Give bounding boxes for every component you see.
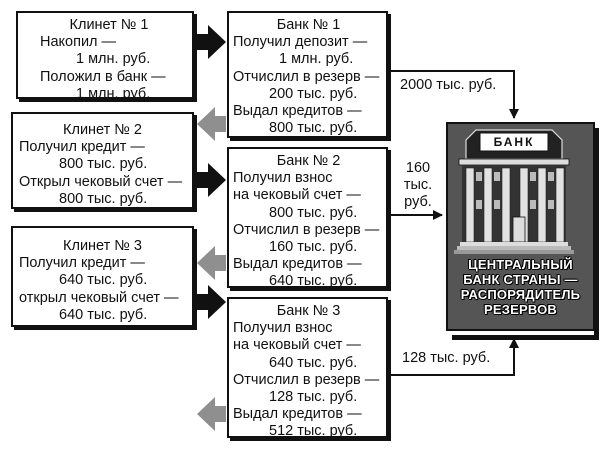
bank-3-line: 128 тыс. руб. <box>269 389 358 406</box>
reserve-label-bank-2-line: руб. <box>404 194 432 210</box>
bank-2-line: 800 тыс. руб. <box>269 204 358 221</box>
central-bank-title-line: РАСПОРЯДИТЕЛЬ <box>460 287 581 302</box>
client-3-line: 640 тыс. руб. <box>59 306 148 323</box>
bank-1-line: 1 млн. руб. <box>279 51 354 68</box>
reserve-label-bank-2: 160 тыс. руб. <box>400 160 436 211</box>
bank-2-line: 160 тыс. руб. <box>269 239 358 256</box>
credit-arrow-2 <box>197 246 226 280</box>
reserve-arrow-1 <box>390 70 519 119</box>
credit-arrow-3 <box>197 397 226 431</box>
central-bank-title-line: БАНК СТРАНЫ — <box>463 272 578 287</box>
client-1-box: Клинет № 1 Накопил — 1 млн. руб. Положил… <box>16 11 194 102</box>
bank-3-line: на чековый счет — <box>233 337 361 354</box>
deposit-arrow-3 <box>197 285 226 319</box>
client-3-line: Получил кредит — <box>19 255 145 272</box>
bank-3-line: 512 тыс. руб. <box>269 423 358 440</box>
bank-3-box: Банк № 3 Получил взнос на чековый счет —… <box>227 297 388 440</box>
deposit-arrow-2 <box>197 163 226 197</box>
deposit-arrow-1 <box>197 25 226 59</box>
bank-2-line: Отчислил в резерв — <box>233 221 380 238</box>
bank-building-icon <box>454 129 574 254</box>
reserve-label-bank-2-line: 160 <box>405 160 431 176</box>
client-3-line: 640 тыс. руб. <box>59 272 148 289</box>
bank-2-line: Получил взнос <box>233 170 333 187</box>
central-bank-sign: БАНК <box>493 135 535 149</box>
client-1-line: Положил в банк — <box>40 68 166 85</box>
credit-arrow-1 <box>197 107 226 141</box>
bank-2-title: Банк № 2 <box>276 153 341 169</box>
reserve-arrow-3 <box>390 338 519 376</box>
client-3-title: Клинет № 3 <box>63 238 142 254</box>
bank-3-title: Банк № 3 <box>276 303 341 319</box>
bank-3-line: Выдал кредитов — <box>233 406 362 423</box>
bank-1-line: Отчислил в резерв — <box>233 68 380 85</box>
central-bank-title-line: ЦЕНТРАЛЬНЫЙ <box>468 257 573 272</box>
bank-3-line: Отчислил в резерв — <box>233 371 380 388</box>
bank-2-line: 640 тыс. руб. <box>269 273 358 290</box>
client-3-box: Клинет № 3 Получил кредит — 640 тыс. руб… <box>11 226 194 327</box>
bank-2-box: Банк № 2 Получил взнос на чековый счет —… <box>227 147 388 290</box>
bank-3-line: 640 тыс. руб. <box>269 354 358 371</box>
client-2-line: 800 тыс. руб. <box>59 156 148 173</box>
bank-2-line: Выдал кредитов — <box>233 256 362 273</box>
client-2-line: Открыл чековый счет — <box>19 173 183 190</box>
bank-1-title: Банк № 1 <box>276 17 341 33</box>
bank-1-box: Банк № 1 Получил депозит — 1 млн. руб. О… <box>227 11 388 138</box>
client-2-box: Клинет № 2 Получил кредит — 800 тыс. руб… <box>11 112 194 209</box>
bank-2-line: на чековый счет — <box>233 187 361 204</box>
reserve-label-bank-3: 128 тыс. руб. <box>402 350 491 366</box>
bank-1-line: 200 тыс. руб. <box>269 85 358 102</box>
reserve-label-bank-2-line: тыс. <box>403 177 433 193</box>
bank-1-line: Получил депозит — <box>233 34 368 51</box>
reserve-label-bank-1: 2000 тыс. руб. <box>400 77 497 93</box>
bank-1-line: Выдал кредитов — <box>233 103 362 120</box>
central-bank-title-line: РЕЗЕРВОВ <box>484 302 557 317</box>
central-bank-title: ЦЕНТРАЛЬНЫЙ БАНК СТРАНЫ — РАСПОРЯДИТЕЛЬ … <box>447 258 594 328</box>
client-1-title: Клинет № 1 <box>69 17 149 33</box>
client-2-line: Получил кредит — <box>19 139 145 156</box>
bank-1-line: 800 тыс. руб. <box>269 120 358 137</box>
client-1-line: 1 млн. руб. <box>76 85 151 102</box>
client-1-line: 1 млн. руб. <box>76 51 151 68</box>
client-2-line: 800 тыс. руб. <box>59 190 148 207</box>
client-2-title: Клинет № 2 <box>63 122 142 138</box>
client-3-line: открыл чековый счет — <box>19 289 179 306</box>
client-1-line: Накопил — <box>40 34 117 51</box>
bank-3-line: Получил взнос <box>233 320 333 337</box>
